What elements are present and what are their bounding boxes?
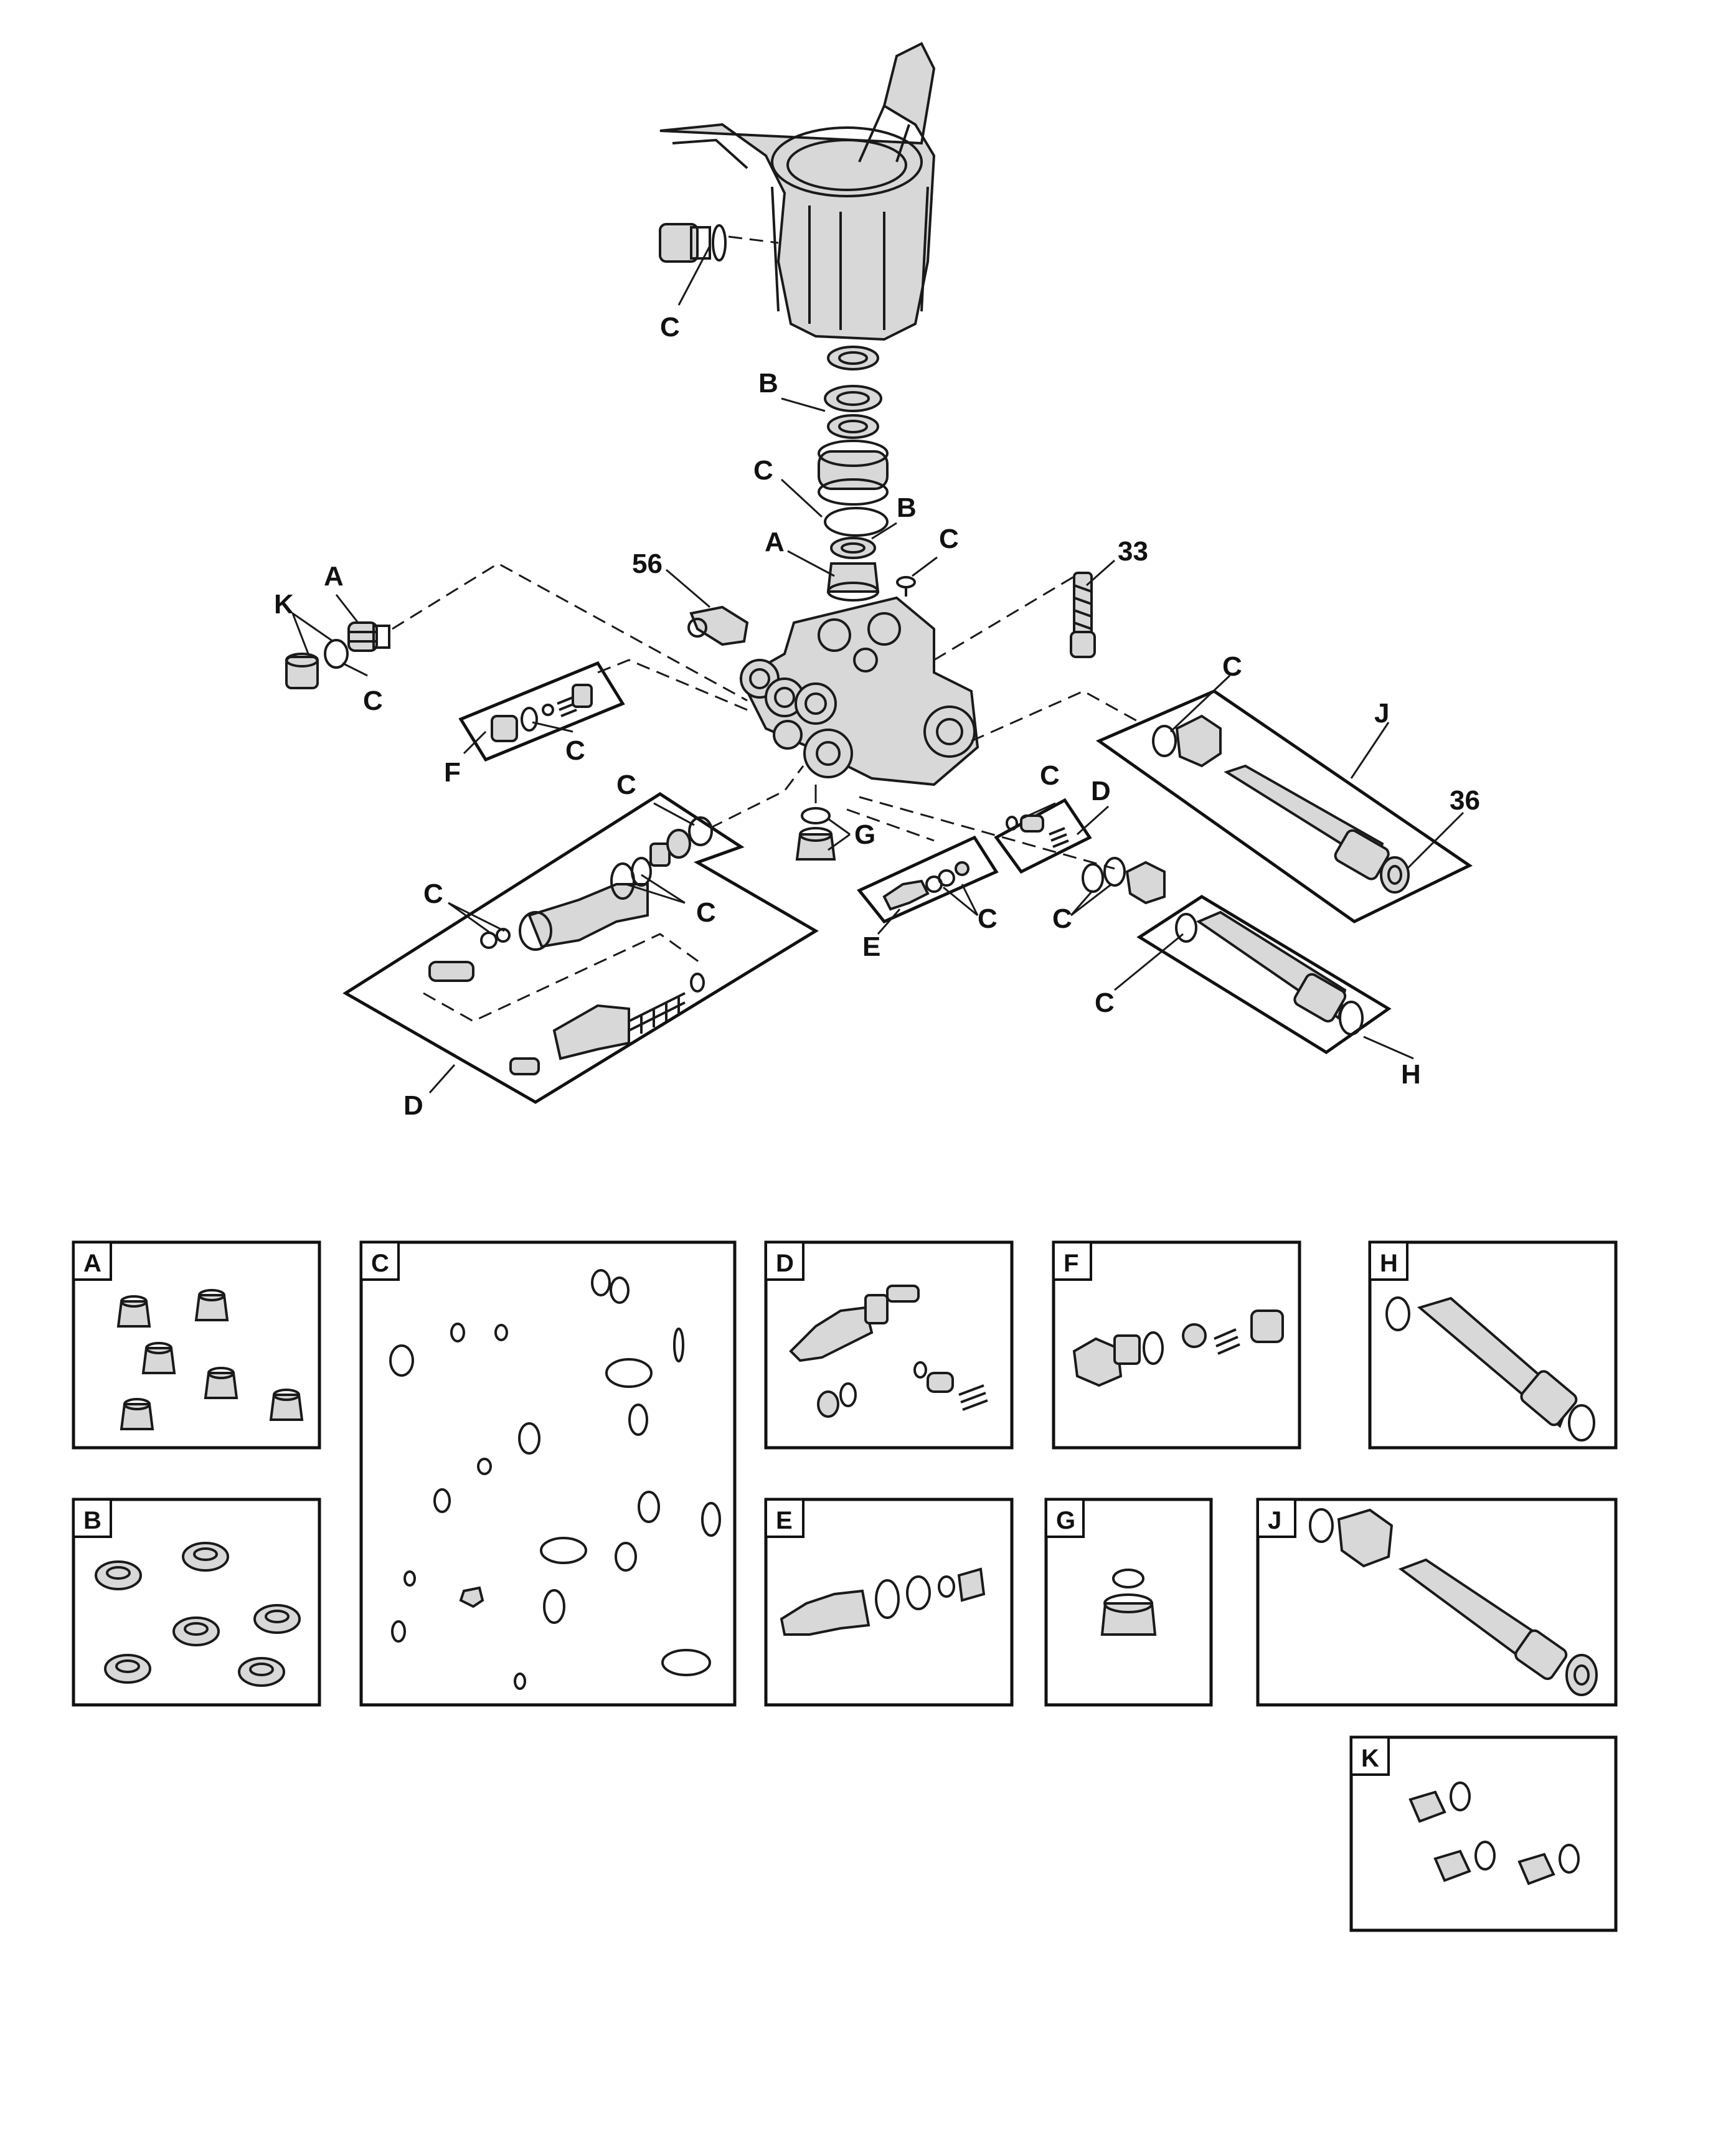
legend-label-c: C bbox=[371, 1250, 389, 1277]
callout-b-mid: B bbox=[897, 493, 917, 523]
legend-label-e: E bbox=[776, 1507, 793, 1534]
legend-label-j: J bbox=[1268, 1507, 1281, 1534]
callout-h: H bbox=[1401, 1059, 1421, 1090]
kit-e-group bbox=[857, 835, 999, 924]
legend-b-parts bbox=[95, 1542, 301, 1687]
callout-c-d-upper: C bbox=[1040, 760, 1060, 791]
legend-box-c: C bbox=[359, 1240, 737, 1707]
callout-c-d-mid: C bbox=[696, 897, 716, 928]
legend-h-parts bbox=[1385, 1296, 1595, 1442]
legend-label-h: H bbox=[1380, 1250, 1398, 1277]
callout-e: E bbox=[862, 932, 880, 962]
dash-f bbox=[597, 659, 748, 711]
kit-d-large bbox=[342, 792, 819, 1104]
callout-f: F bbox=[444, 757, 461, 788]
legend-label-b: B bbox=[83, 1507, 101, 1534]
legend-label-f: F bbox=[1064, 1250, 1078, 1277]
kit-h-group bbox=[1136, 895, 1392, 1054]
callout-labels: C B C B A C 56 33 A K C F C C J 36 C D G… bbox=[274, 312, 1480, 1121]
callout-d-right: D bbox=[1091, 776, 1111, 806]
callout-j: J bbox=[1374, 698, 1389, 729]
callout-c-e: C bbox=[978, 904, 998, 934]
callout-c-right-j: C bbox=[1222, 651, 1242, 682]
callout-c-top: C bbox=[660, 312, 680, 342]
dash-33 bbox=[933, 572, 1081, 661]
legend-a-parts bbox=[116, 1289, 304, 1430]
legend-c-o-rings bbox=[389, 1269, 721, 1690]
seal-stack bbox=[818, 346, 916, 602]
legend-d-parts bbox=[789, 1285, 988, 1418]
legend-j-parts bbox=[1309, 1508, 1598, 1696]
legend-label-d: D bbox=[776, 1250, 794, 1277]
callout-c-center: C bbox=[939, 524, 959, 554]
legend-k-parts bbox=[1408, 1781, 1580, 1885]
legend-box-k: K bbox=[1349, 1735, 1618, 1932]
callout-a-left: A bbox=[324, 561, 344, 592]
h-connector-rings bbox=[1082, 857, 1166, 905]
callout-c-h2: C bbox=[1095, 988, 1115, 1018]
legend-box-h: H bbox=[1368, 1240, 1618, 1450]
legend-label-g: G bbox=[1056, 1507, 1075, 1534]
legend-g-parts bbox=[1100, 1569, 1157, 1636]
legend-box-g: G bbox=[1044, 1498, 1213, 1707]
dash-d-large bbox=[709, 765, 804, 829]
callout-56: 56 bbox=[632, 549, 663, 579]
callout-c-f: C bbox=[565, 735, 585, 766]
legend-box-e: E bbox=[764, 1498, 1014, 1707]
callout-c-d-top: C bbox=[616, 770, 636, 800]
legend-f-parts bbox=[1072, 1309, 1284, 1387]
left-plug-a bbox=[347, 621, 390, 652]
callout-36: 36 bbox=[1450, 785, 1480, 816]
kit-j-group bbox=[1095, 689, 1473, 923]
legend-box-j: J bbox=[1256, 1498, 1618, 1707]
legend-e-parts bbox=[780, 1567, 986, 1636]
legend-box-f: F bbox=[1052, 1240, 1301, 1450]
elbow-fitting-56 bbox=[687, 605, 749, 646]
legend-box-a: A bbox=[72, 1240, 321, 1450]
kit-f-group bbox=[458, 661, 625, 762]
callout-33: 33 bbox=[1118, 536, 1148, 567]
dash-h bbox=[859, 796, 1115, 870]
bolt-33 bbox=[1070, 572, 1096, 658]
callout-c-mid: C bbox=[753, 455, 773, 486]
callout-c-h1: C bbox=[1052, 904, 1072, 934]
pump-manifold bbox=[739, 596, 979, 786]
legend-box-d: D bbox=[764, 1240, 1014, 1450]
callout-a-center: A bbox=[765, 527, 785, 557]
callout-g: G bbox=[854, 819, 875, 850]
callout-b-upper: B bbox=[758, 368, 778, 399]
g-plug bbox=[795, 785, 836, 861]
leader-lines bbox=[291, 245, 1465, 1093]
dash-e bbox=[846, 808, 935, 842]
pump-housing bbox=[659, 42, 936, 341]
left-plug-k bbox=[285, 639, 349, 689]
callout-d-bottom: D bbox=[403, 1090, 423, 1121]
legend-box-b: B bbox=[72, 1498, 321, 1707]
dash-left-a bbox=[392, 562, 748, 702]
housing-fitting bbox=[659, 223, 779, 263]
kit-d-small bbox=[994, 798, 1092, 874]
callout-k-left: K bbox=[274, 589, 294, 620]
legend-label-k: K bbox=[1361, 1745, 1379, 1772]
legend-label-a: A bbox=[83, 1250, 101, 1277]
callout-c-d-left: C bbox=[423, 879, 443, 909]
callout-c-left: C bbox=[363, 686, 383, 716]
